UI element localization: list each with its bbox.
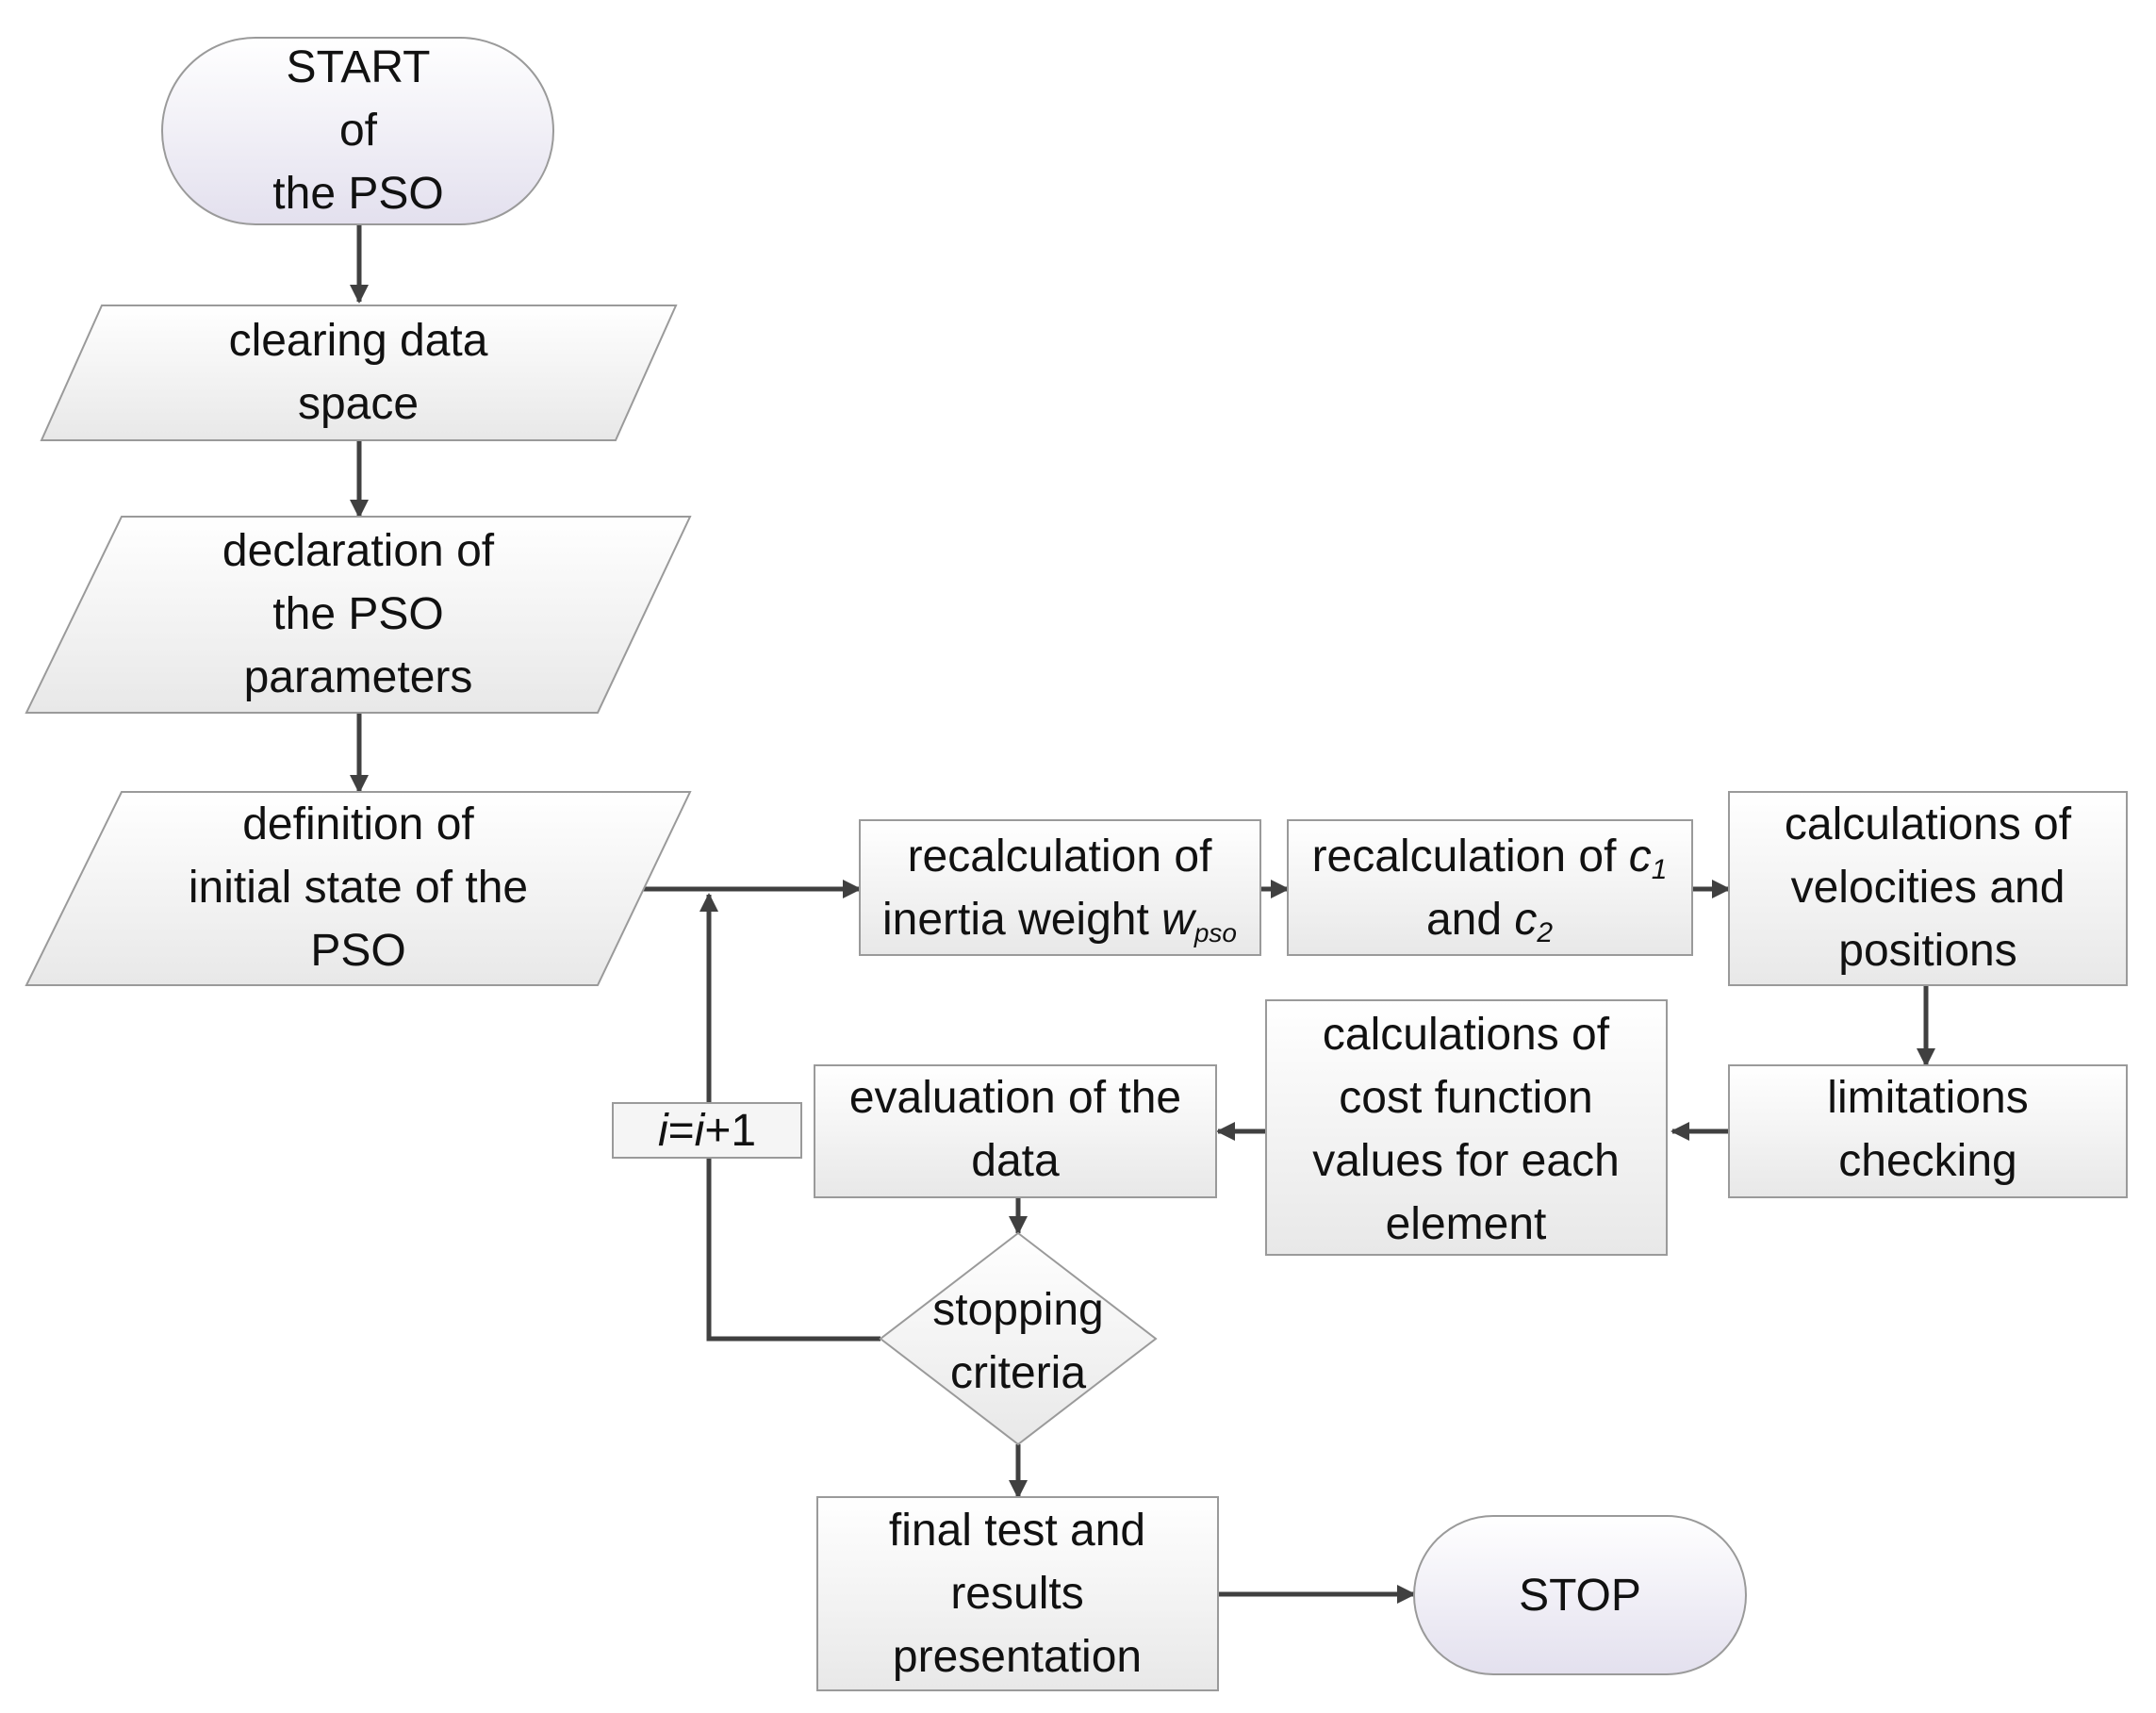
declaration-node: declaration of the PSO parameters bbox=[25, 516, 692, 714]
velocities-line-1: calculations of bbox=[1785, 799, 2072, 849]
evaluation-shape bbox=[814, 1064, 1217, 1198]
recalc-inertia-shape bbox=[859, 819, 1261, 956]
evaluation-node: evaluation of the data bbox=[814, 1064, 1217, 1198]
velocities-line-2: velocities and bbox=[1791, 863, 2065, 913]
stopping-criteria-diamond bbox=[879, 1231, 1158, 1446]
increment-node: i=i+1 bbox=[612, 1102, 802, 1159]
start-terminal-shape bbox=[161, 37, 554, 225]
stopping-line-2: criteria bbox=[950, 1348, 1086, 1398]
limitations-line-1: limitations bbox=[1827, 1073, 2028, 1123]
loop-back-line bbox=[706, 1158, 881, 1342]
final-node: final test and results presentation bbox=[816, 1496, 1219, 1691]
clearing-data-space-shape bbox=[40, 305, 678, 441]
cost-line-3: values for each bbox=[1312, 1136, 1620, 1186]
recalc-inertia-line-1: recalculation of bbox=[908, 832, 1213, 881]
stopping-line-1: stopping bbox=[932, 1285, 1103, 1335]
definition-node: definition of initial state of the PSO bbox=[25, 791, 692, 986]
cost-function-node: calculations of cost function values for… bbox=[1265, 999, 1668, 1256]
definition-shape bbox=[25, 791, 692, 986]
velocities-node: calculations of velocities and positions bbox=[1728, 791, 2128, 986]
recalc-c-shape bbox=[1287, 819, 1693, 956]
limitations-node: limitations checking bbox=[1728, 1064, 2128, 1198]
cost-function-shape bbox=[1265, 999, 1668, 1256]
definition-line-1: definition of bbox=[242, 799, 474, 849]
clearing-line-1: clearing data bbox=[229, 316, 488, 366]
velocities-line-3: positions bbox=[1838, 926, 2016, 976]
definition-line-2: initial state of the bbox=[189, 863, 528, 913]
declaration-shape bbox=[25, 516, 692, 714]
start-line-3: the PSO bbox=[272, 169, 443, 219]
limitations-shape bbox=[1728, 1064, 2128, 1198]
final-line-2: results bbox=[950, 1569, 1083, 1619]
recalc-inertia-node: recalculation of inertia weight wpso bbox=[859, 819, 1261, 956]
stopping-criteria-node: stopping criteria bbox=[879, 1231, 1158, 1446]
recalc-c-line-1: recalculation of c1 bbox=[1312, 832, 1668, 885]
limitations-line-2: checking bbox=[1838, 1136, 2016, 1186]
declaration-line-1: declaration of bbox=[222, 526, 495, 576]
increment-shape bbox=[612, 1102, 802, 1159]
cost-line-2: cost function bbox=[1339, 1073, 1592, 1123]
start-terminal: START of the PSO bbox=[161, 37, 554, 225]
recalc-c-line-2: and c2 bbox=[1426, 895, 1553, 948]
declaration-line-3: parameters bbox=[244, 652, 473, 702]
velocities-shape bbox=[1728, 791, 2128, 986]
cost-line-4: element bbox=[1386, 1199, 1547, 1249]
definition-line-3: PSO bbox=[310, 926, 405, 976]
stop-terminal: STOP bbox=[1413, 1515, 1747, 1675]
final-line-1: final test and bbox=[889, 1506, 1145, 1556]
stop-terminal-shape bbox=[1413, 1515, 1747, 1675]
stop-label: STOP bbox=[1519, 1571, 1641, 1621]
clearing-data-space-node: clearing data space bbox=[40, 305, 678, 441]
connectors bbox=[350, 224, 1935, 1604]
evaluation-line-1: evaluation of the bbox=[849, 1073, 1181, 1123]
recalc-inertia-line-2: inertia weight wpso bbox=[882, 895, 1237, 947]
declaration-line-2: the PSO bbox=[272, 589, 443, 639]
final-shape bbox=[816, 1496, 1219, 1691]
increment-label: i=i+1 bbox=[658, 1106, 756, 1156]
recalc-c-node: recalculation of c1 and c2 bbox=[1287, 819, 1693, 956]
start-line-2: of bbox=[339, 106, 378, 156]
start-line-1: START bbox=[287, 42, 431, 92]
final-line-3: presentation bbox=[893, 1632, 1142, 1682]
cost-line-1: calculations of bbox=[1323, 1010, 1610, 1060]
clearing-line-2: space bbox=[298, 379, 419, 429]
evaluation-line-2: data bbox=[971, 1136, 1060, 1186]
